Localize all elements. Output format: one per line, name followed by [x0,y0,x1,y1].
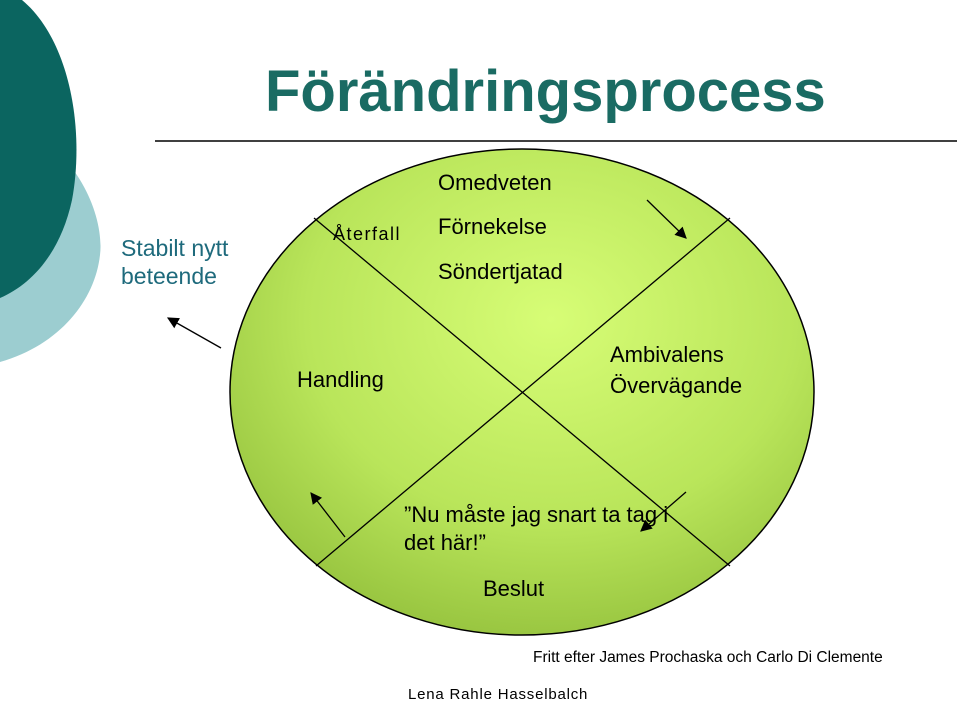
stage-unaware: Omedveten [438,170,552,195]
divider-line-2 [315,217,731,567]
arrow-top-right [646,199,687,239]
stage-nagged: Söndertjatad [438,259,563,284]
stage-contemplation: Övervägande [610,373,743,398]
stage-decision: Beslut [483,576,545,601]
stable-behavior-label: Stabilt nytt beteende [121,235,229,289]
stage-ambivalence: Ambivalens [610,342,724,367]
dark-teal-arc [0,0,77,298]
decision-quote: ”Nu måste jag snart ta tag i det här!” [404,502,669,555]
arrow-bottom-right [640,491,687,532]
source-credit: Fritt efter James Prochaska och Carlo Di… [533,649,883,666]
relapse-label: Återfall [333,224,402,244]
stage-action: Handling [297,367,384,392]
slide-title: Förändringsprocess [265,59,826,124]
stage-denial: Förnekelse [438,214,547,239]
arrow-bottom-left [310,492,346,538]
arrow-left-exit [166,317,222,349]
author-footer: Lena Rahle Hasselbalch [408,686,589,703]
